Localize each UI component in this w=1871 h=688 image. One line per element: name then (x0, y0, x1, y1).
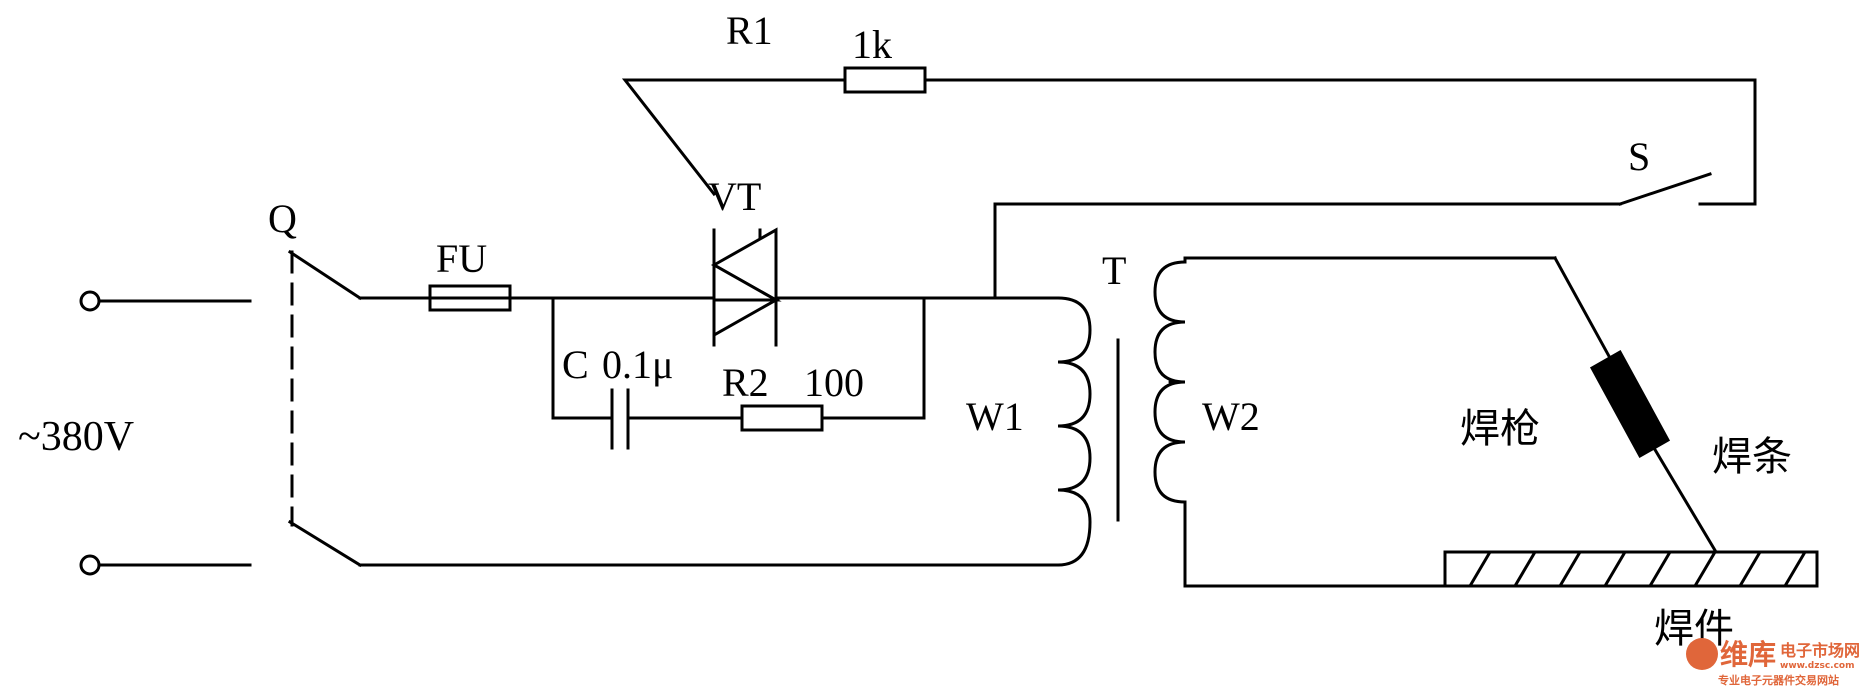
label-welding-gun: 焊枪 (1460, 406, 1540, 452)
label-s: S (1628, 134, 1650, 179)
terminal-bottom (79, 554, 101, 576)
label-c: C (562, 342, 589, 387)
label-w1: W1 (966, 394, 1024, 439)
watermark-slogan: 专业电子元器件交易网站 (1718, 673, 1839, 687)
label-t: T (1102, 248, 1126, 293)
label-supply: ~380V (18, 414, 134, 460)
welding-gun (1552, 255, 1719, 555)
watermark-logo: 维库 (1720, 638, 1776, 671)
label-r1-value: 1k (852, 22, 892, 67)
resistor-r1 (843, 66, 927, 94)
label-fu: FU (436, 236, 487, 281)
electrode-holder (1589, 349, 1671, 459)
terminal-top (79, 290, 101, 312)
coil-w2 (1153, 256, 1557, 588)
watermark-logo-icon (1686, 638, 1718, 670)
r1-branch (621, 66, 1757, 206)
coil-w1 (358, 296, 1092, 567)
label-r2: R2 (722, 360, 769, 405)
label-r1: R1 (726, 8, 773, 53)
workpiece (1443, 550, 1819, 588)
fuse-fu (358, 284, 1060, 312)
switch-q (79, 249, 363, 576)
label-c-value: 0.1μ (602, 342, 673, 387)
label-vt: VT (708, 174, 761, 219)
snubber-rc (551, 296, 926, 450)
resistor-r2 (740, 404, 824, 432)
triac-vt (710, 227, 782, 347)
label-w2: W2 (1202, 394, 1260, 439)
label-electrode: 焊条 (1712, 434, 1792, 480)
label-r2-value: 100 (804, 360, 864, 405)
label-q: Q (268, 196, 297, 241)
watermark-name: 电子市场网 (1780, 641, 1860, 660)
watermark: 维库 电子市场网 www.dzsc.com 专业电子元器件交易网站 (1686, 638, 1860, 687)
watermark-url: www.dzsc.com (1780, 661, 1854, 671)
switch-s (993, 172, 1712, 300)
